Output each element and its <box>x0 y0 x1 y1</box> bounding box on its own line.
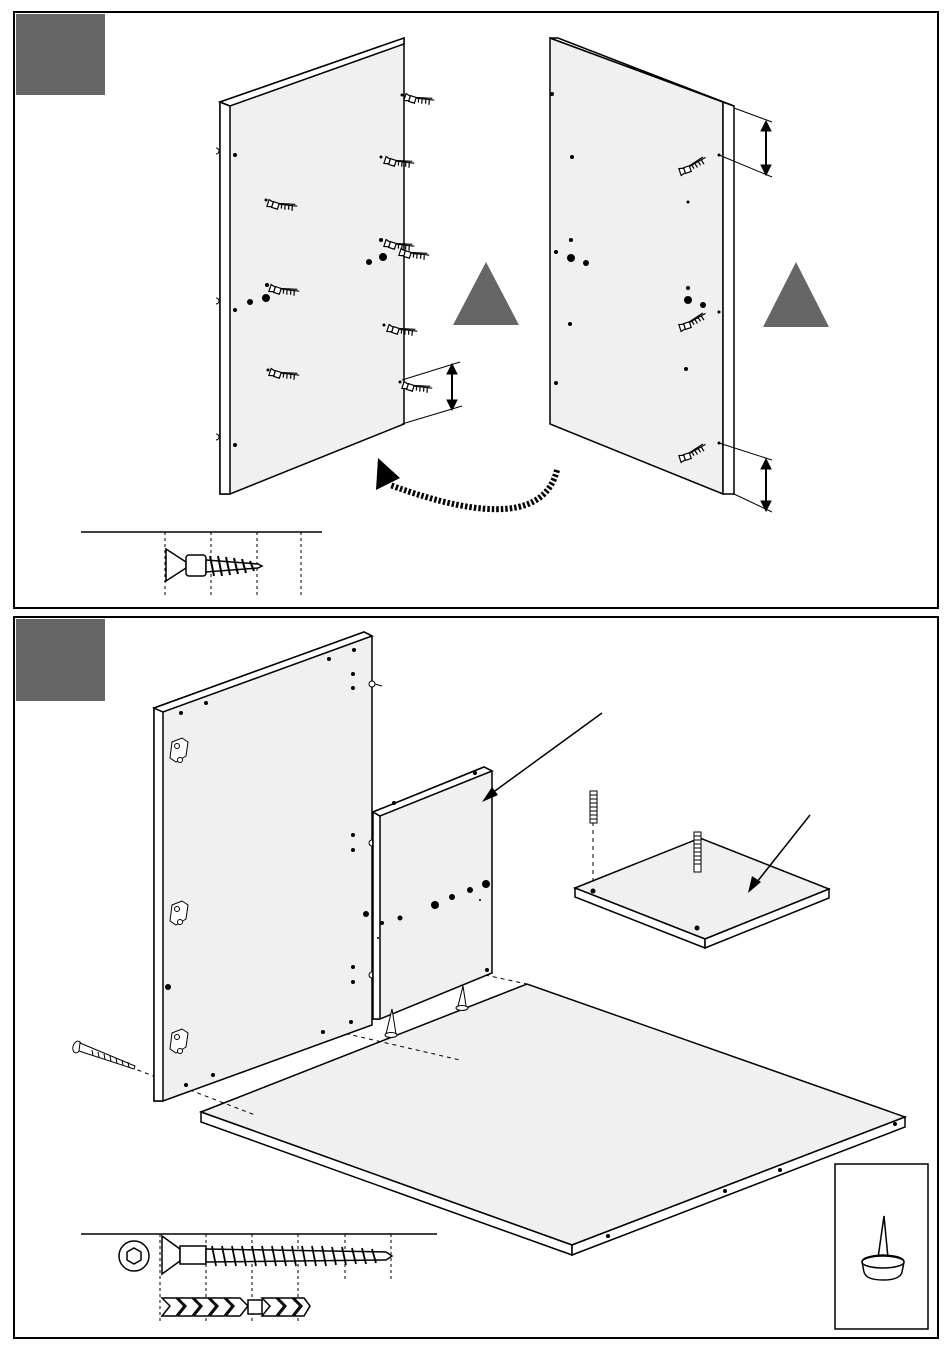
middle-panel <box>373 767 492 1019</box>
step-2-number-box <box>16 619 105 701</box>
wall-plug-icon <box>162 1298 310 1316</box>
right-side-panel <box>550 38 734 494</box>
warning-triangle-icon <box>453 262 519 325</box>
warning-triangle-icon-right <box>763 262 829 327</box>
shelf-panel <box>575 838 829 948</box>
long-screw-icon <box>71 1040 135 1069</box>
pointer-arrow-middle-panel <box>482 713 602 802</box>
left-side-panel <box>216 38 404 494</box>
screw-icon <box>166 549 262 581</box>
hex-head-icon <box>119 1241 149 1271</box>
screw-icon <box>162 1236 392 1274</box>
step-1-number-box <box>16 14 105 95</box>
back-panel <box>154 632 382 1101</box>
screw-legend-step-1 <box>81 532 322 596</box>
screw-legend-step-2 <box>81 1234 437 1322</box>
dimension-marker-left <box>402 362 462 424</box>
rotate-arrow-icon <box>376 458 557 509</box>
